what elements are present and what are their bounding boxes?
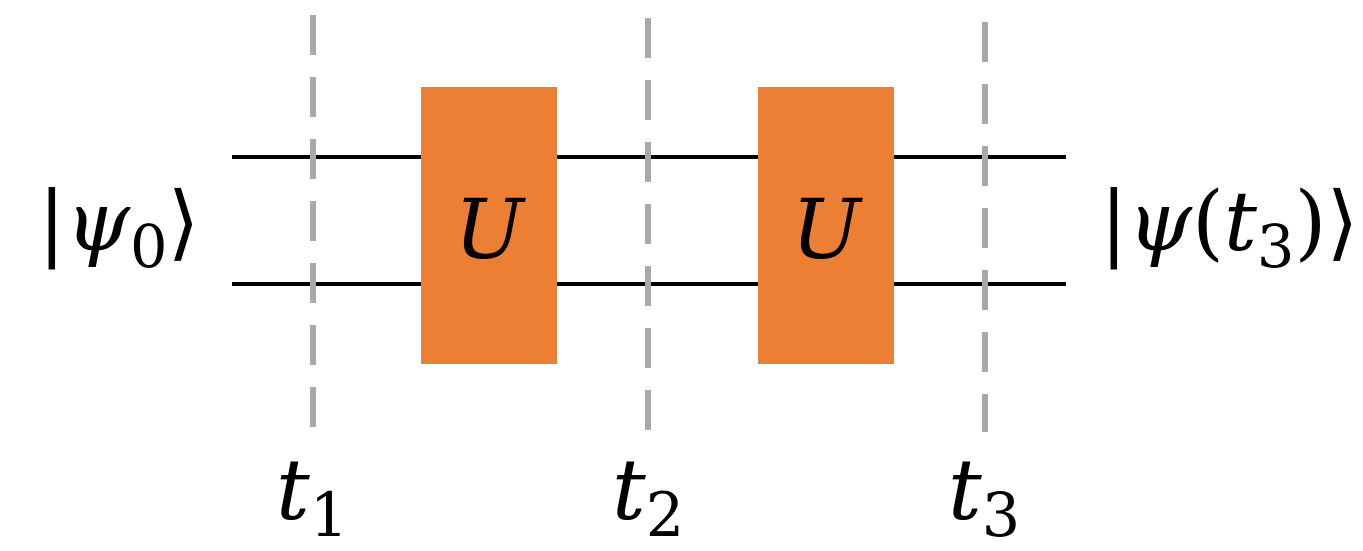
time-label-3: t3 bbox=[948, 448, 1020, 546]
gate-box-1 bbox=[421, 87, 557, 364]
time-subscript: 3 bbox=[981, 480, 1021, 551]
output-state-label: |ψ(t3)⟩ bbox=[1100, 182, 1358, 276]
ket-angle: ⟩ bbox=[1326, 175, 1359, 270]
ket-bar: | bbox=[1100, 175, 1128, 270]
time-symbol: t bbox=[1223, 175, 1257, 270]
close-paren: ) bbox=[1294, 175, 1327, 270]
time-subscript: 3 bbox=[1256, 211, 1295, 281]
time-symbol: t bbox=[612, 441, 646, 539]
time-subscript: 2 bbox=[645, 480, 685, 551]
gate-box-2 bbox=[758, 87, 894, 364]
gate-label-2: U bbox=[791, 183, 861, 278]
gate-label-1: U bbox=[454, 183, 524, 278]
state-subscript: 0 bbox=[129, 211, 168, 281]
time-symbol: t bbox=[276, 441, 310, 539]
time-subscript: 1 bbox=[309, 480, 349, 551]
circuit-canvas bbox=[232, 15, 1066, 432]
ket-bar: | bbox=[38, 175, 66, 270]
time-label-1: t1 bbox=[276, 448, 348, 546]
open-paren: ( bbox=[1191, 175, 1224, 270]
input-state-label: |ψ0⟩ bbox=[38, 182, 200, 276]
time-label-2: t2 bbox=[612, 448, 684, 546]
psi-symbol: ψ bbox=[1127, 175, 1192, 270]
ket-angle: ⟩ bbox=[167, 175, 200, 270]
time-symbol: t bbox=[948, 441, 982, 539]
psi-symbol: ψ bbox=[65, 175, 130, 270]
